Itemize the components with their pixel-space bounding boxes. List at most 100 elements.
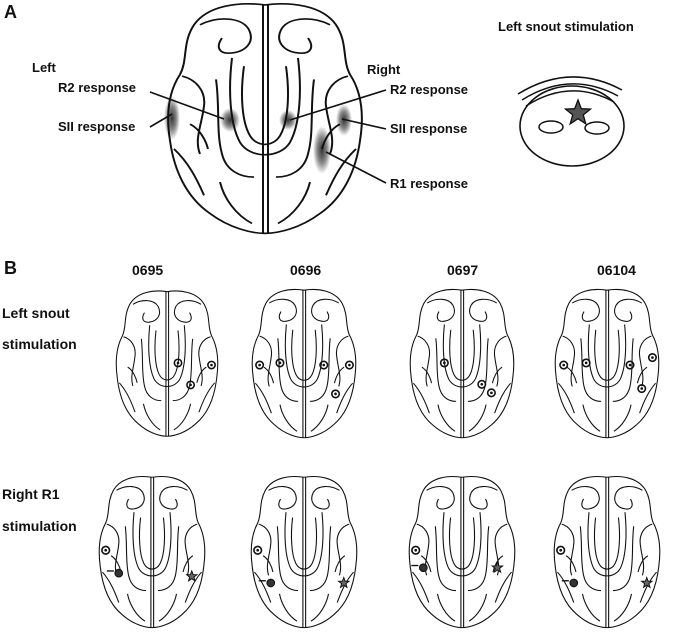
recording-site-marker-1 [569, 578, 579, 588]
response-site-marker-5 [637, 384, 647, 394]
leader-right-r1 [325, 151, 387, 184]
brain-midline [262, 4, 269, 234]
right-gyri [612, 298, 657, 432]
leader-right-r2 [289, 89, 387, 121]
left-gyri [557, 298, 602, 432]
response-site-marker-2 [207, 360, 216, 370]
nostril-left [538, 120, 564, 134]
whisker-arc-1 [517, 76, 623, 95]
snout-stim-title: Left snout stimulation [498, 19, 634, 34]
brain-midline [302, 290, 307, 438]
row2-label-line1: Right R1 [2, 486, 60, 502]
right-r1-label: R1 response [390, 176, 469, 191]
panel-a-letter: A [4, 2, 17, 22]
brain-midline [460, 290, 465, 438]
central-u-gyrus [587, 512, 627, 577]
brain-row1-06104 [554, 288, 660, 439]
nostril-right [584, 121, 610, 135]
brain-row2-0696 [250, 476, 358, 629]
brain-outline [115, 290, 219, 437]
panel-b-letter: B [4, 258, 17, 278]
row1-label-line1: Left snout [2, 305, 70, 321]
left-gyri [254, 298, 299, 432]
recording-site-marker-1 [266, 578, 276, 588]
leader-left-sii [149, 113, 173, 128]
response-site-marker-3 [625, 360, 635, 370]
recording-site-marker-1 [418, 563, 428, 573]
right-r2-label: R2 response [390, 82, 469, 97]
left-sii-label: SII response [58, 119, 136, 134]
brain-midline [150, 477, 155, 628]
snout-diagram [517, 76, 625, 167]
left-gyri [557, 485, 602, 622]
response-site-marker-3 [486, 388, 496, 398]
brain-row2-06104 [553, 476, 661, 629]
left-r2-label: R2 response [58, 80, 137, 95]
left-side-label: Left [32, 60, 56, 75]
subject-id-4: 06104 [597, 262, 636, 278]
brain-outline [554, 288, 660, 439]
response-site-marker-1 [559, 360, 569, 370]
response-site-marker-4 [344, 360, 354, 370]
brain-midline [605, 477, 610, 628]
left-gyri [118, 300, 162, 431]
brain-row2-0697 [408, 476, 516, 629]
brain-outline [409, 288, 515, 439]
brain-row1-0697 [409, 288, 515, 439]
central-u-gyrus [442, 512, 482, 577]
left-gyri [102, 485, 147, 622]
response-site-marker-2 [581, 358, 591, 368]
brain-outline [98, 476, 206, 629]
response-site-marker-1 [439, 358, 449, 368]
panel-a-leader-lines [149, 89, 387, 184]
response-site-marker-1 [101, 545, 111, 555]
left-gyri [412, 298, 457, 432]
right-gyri [172, 300, 216, 431]
left-gyri [412, 485, 457, 622]
subject-id-3: 0697 [447, 262, 479, 278]
right-gyri [309, 298, 354, 432]
response-site-marker-1 [253, 545, 263, 555]
whisker-arc-2 [521, 83, 619, 101]
central-u-gyrus [587, 324, 627, 388]
brain-midline [165, 291, 170, 437]
response-site-marker-1 [173, 358, 183, 368]
brain-outline [408, 476, 516, 629]
response-site-marker-1 [556, 545, 566, 555]
brain-row1-0695 [115, 290, 219, 437]
brain-row2-0695 [98, 476, 206, 629]
right-gyri [467, 485, 512, 622]
brain-row1-0696 [251, 288, 357, 439]
activation-left-r2 [220, 108, 240, 132]
right-sii-label: SII response [390, 121, 468, 136]
brain-outline [251, 288, 357, 439]
brain-midline [605, 290, 610, 438]
central-u-gyrus [229, 57, 301, 156]
right-gyri [157, 485, 202, 622]
stimulation-star-icon [563, 98, 593, 126]
panel-a-brain [164, 3, 363, 235]
leader-right-sii [341, 118, 387, 130]
central-u-gyrus [132, 512, 172, 577]
brain-outline [553, 476, 661, 629]
subject-id-2: 0696 [290, 262, 322, 278]
response-site-marker-1 [411, 545, 421, 555]
response-site-marker-5 [330, 389, 341, 399]
central-u-gyrus [284, 324, 324, 388]
stimulation-site-star-icon-1 [490, 560, 504, 574]
left-gyri [173, 18, 255, 225]
response-site-marker-3 [319, 360, 329, 370]
stimulation-site-star-icon-1 [337, 576, 351, 589]
stimulation-site-star-icon-1 [185, 569, 199, 582]
response-site-marker-4 [647, 353, 657, 363]
brain-midline [460, 477, 465, 628]
row1-label-line2: stimulation [2, 336, 77, 352]
central-u-gyrus [148, 325, 186, 388]
response-site-marker-2 [275, 358, 285, 368]
response-site-marker-2 [477, 379, 487, 389]
row2-label-line2: stimulation [2, 518, 77, 534]
snout-outline [519, 85, 625, 167]
right-side-label: Right [367, 62, 401, 77]
whisker-arc-3 [525, 90, 615, 107]
stimulation-site-star-icon-1 [640, 576, 654, 589]
